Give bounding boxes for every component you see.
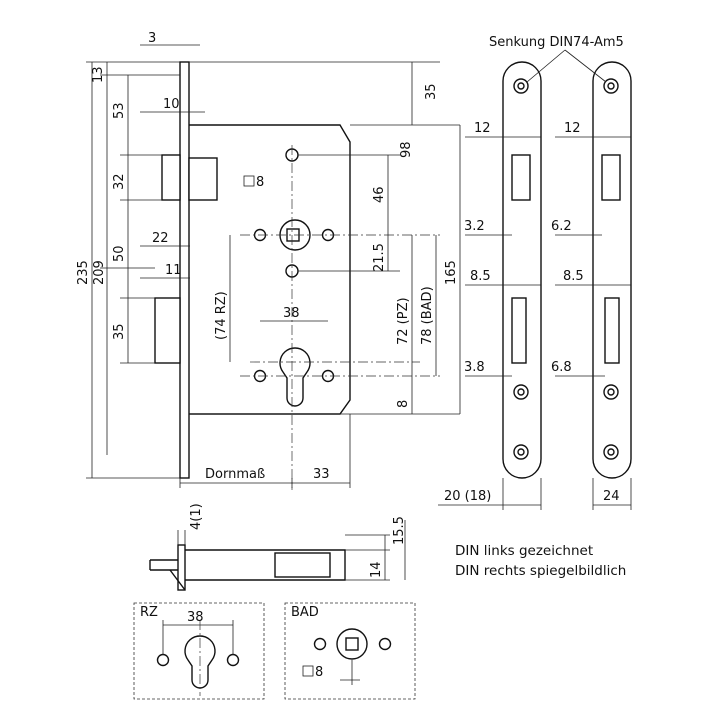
- dim-209: 209: [92, 260, 107, 285]
- screw-left-bottom: [513, 444, 529, 460]
- latch-opening-left: [511, 154, 531, 201]
- forend-plate: [179, 61, 190, 479]
- note-din-links: DIN links gezeichnet: [455, 543, 593, 559]
- dim-72-pz: 72 (PZ): [396, 297, 411, 345]
- screw-left-mid: [513, 384, 529, 400]
- rz-detail: RZ 38: [133, 602, 265, 700]
- screw-right-mid: [603, 384, 619, 400]
- senkung-note: Senkung DIN74-Am5: [489, 35, 624, 50]
- dim-22: 22: [152, 231, 169, 246]
- dim-13: 13: [91, 66, 106, 83]
- dim-38: 38: [283, 306, 300, 321]
- dim-left-12: 12: [474, 121, 491, 136]
- latch-bolt: [161, 154, 181, 201]
- dim-15-5: 15.5: [392, 516, 407, 545]
- dim-32: 32: [112, 173, 127, 190]
- dead-bolt: [154, 297, 181, 364]
- rz-hole-left: [156, 653, 170, 667]
- dim-left-8-5: 8.5: [470, 269, 491, 284]
- dim-74-rz: (74 RZ): [214, 291, 229, 340]
- cylinder-profile: [279, 347, 311, 407]
- dim-left-3-8: 3.8: [464, 360, 485, 375]
- rz-38: 38: [187, 610, 204, 625]
- section-inner: [274, 552, 331, 578]
- dim-35-top: 35: [424, 83, 439, 100]
- bad-square: [345, 637, 359, 651]
- rz-hole-right: [226, 653, 240, 667]
- bolt-opening-left: [511, 297, 527, 364]
- latch-tail: [188, 157, 218, 201]
- dim-right-8-5: 8.5: [563, 269, 584, 284]
- dim-33: 33: [313, 467, 330, 482]
- forend-right: [592, 61, 632, 479]
- rz-frame: [133, 602, 265, 700]
- section-view: 4(1) 15.5 14: [149, 503, 407, 591]
- dim-dornmass: Dornmaß: [205, 467, 265, 482]
- dim-11: 11: [165, 263, 182, 278]
- forend-left: [502, 61, 542, 479]
- bad-sq8: 8: [315, 665, 323, 680]
- dim-right-12: 12: [564, 121, 581, 136]
- dim-35-left: 35: [112, 323, 127, 340]
- dim-8: 8: [396, 400, 411, 408]
- front-view: 3 13 53 10 32 22 50 11 35 235 209 35 98 …: [76, 31, 461, 490]
- square-symbol: [243, 175, 255, 187]
- note-din-rechts: DIN rechts spiegelbildlich: [455, 563, 626, 579]
- bad-label: BAD: [291, 605, 319, 620]
- dim-165: 165: [444, 260, 459, 285]
- forend-views: Senkung DIN74-Am5 12 12 3.2 6.2 8.5 8.5 …: [438, 35, 632, 510]
- dim-14: 14: [369, 561, 384, 578]
- dim-235: 235: [76, 260, 91, 285]
- dim-3: 3: [148, 31, 156, 46]
- dim-98: 98: [399, 141, 414, 158]
- bad-hole-right: [378, 637, 392, 651]
- bad-square-symbol: [302, 665, 314, 677]
- bad-frame: [284, 602, 416, 700]
- bolt-opening-right: [604, 297, 620, 364]
- dim-50: 50: [112, 245, 127, 262]
- bad-hub: [336, 628, 368, 660]
- dim-21-5: 21.5: [372, 243, 387, 272]
- dim-sq8: 8: [256, 175, 264, 190]
- bad-hole-left: [313, 637, 327, 651]
- dim-53: 53: [112, 102, 127, 119]
- section-case: [185, 549, 346, 581]
- latch-opening-right: [601, 154, 621, 201]
- dim-10: 10: [163, 97, 180, 112]
- dim-right-6-8: 6.8: [551, 360, 572, 375]
- dim-right-6-2: 6.2: [551, 219, 572, 234]
- screw-right-bottom: [603, 444, 619, 460]
- dim-46: 46: [372, 186, 387, 203]
- dim-left-20-18: 20 (18): [444, 489, 491, 504]
- bad-detail: BAD 8: [284, 602, 416, 700]
- dim-right-24: 24: [603, 489, 620, 504]
- section-forend: [177, 544, 186, 591]
- screw-left-top: [513, 78, 529, 94]
- dim-left-3-2: 3.2: [464, 219, 485, 234]
- rz-cylinder: [184, 635, 216, 689]
- dim-4-1: 4(1): [189, 503, 204, 530]
- rz-label: RZ: [140, 605, 158, 620]
- screw-right-top: [603, 78, 619, 94]
- dim-78-bad: 78 (BAD): [420, 286, 435, 345]
